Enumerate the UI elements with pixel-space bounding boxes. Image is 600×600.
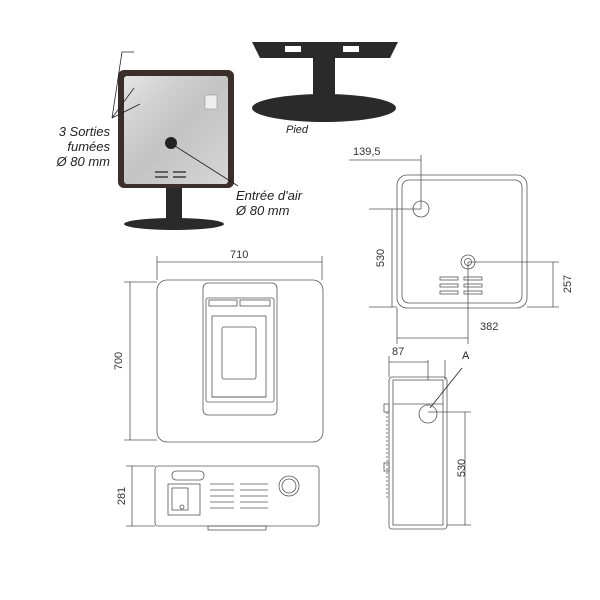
front-height-value: 700 bbox=[113, 351, 126, 371]
rear-inner bbox=[401, 179, 523, 304]
top-flue-outer bbox=[278, 475, 300, 497]
marker-a-leader bbox=[429, 367, 463, 409]
air-inlet-label: Entrée d'air Ø 80 mm bbox=[236, 188, 302, 218]
top-view bbox=[126, 465, 320, 531]
top-flue-inner bbox=[281, 478, 297, 494]
side-view bbox=[383, 356, 471, 530]
stand-plate-cutout-left bbox=[285, 46, 301, 52]
top-depth-value: 281 bbox=[116, 486, 129, 506]
rear-vent-grille bbox=[439, 276, 483, 295]
stove-stand-base bbox=[124, 218, 224, 230]
glass-window bbox=[221, 326, 257, 380]
rear-inlet-height-value: 257 bbox=[562, 274, 575, 294]
front-view bbox=[124, 256, 324, 443]
front-door-frame bbox=[202, 282, 278, 416]
rating-plate bbox=[204, 94, 218, 110]
air-inlet-line1: Entrée d'air bbox=[236, 188, 303, 203]
top-outline bbox=[154, 465, 320, 527]
rear-inlet-offset-value: 382 bbox=[480, 321, 499, 333]
smoke-outlet-leaders bbox=[111, 51, 141, 119]
side-top-offset-value: 87 bbox=[392, 346, 405, 358]
stand-top-plate bbox=[252, 42, 398, 58]
side-outline bbox=[388, 376, 448, 530]
top-handle bbox=[171, 470, 205, 481]
front-outline bbox=[156, 279, 324, 443]
marker-a-label: A bbox=[462, 350, 470, 362]
side-flue-outlet bbox=[418, 404, 438, 424]
side-inner bbox=[392, 379, 444, 526]
rear-vents bbox=[155, 171, 186, 178]
top-vent-right bbox=[239, 299, 271, 307]
stand-photo bbox=[252, 42, 398, 122]
top-stand-plate bbox=[207, 525, 267, 531]
air-inlet-line2: Ø 80 mm bbox=[236, 203, 290, 218]
rear-outer bbox=[396, 174, 528, 309]
stove-rear-photo bbox=[118, 70, 234, 230]
front-width-value: 710 bbox=[230, 249, 249, 261]
stand-label: Pied bbox=[286, 124, 309, 136]
stand-plate-cutout-right bbox=[343, 46, 359, 52]
rear-height-value: 530 bbox=[375, 248, 388, 268]
stove-stand-column bbox=[166, 188, 182, 222]
top-hopper-inner bbox=[171, 487, 189, 511]
smoke-outlets-line2: fumées bbox=[67, 139, 110, 154]
rear-view bbox=[349, 155, 559, 344]
top-hopper bbox=[167, 483, 201, 516]
smoke-outlets-line1: 3 Sorties bbox=[58, 124, 110, 139]
side-bracket-top bbox=[383, 403, 390, 413]
air-inlet-hole bbox=[165, 137, 177, 149]
air-inlet-leader bbox=[174, 145, 239, 187]
side-height-value: 530 bbox=[456, 458, 469, 478]
top-vent-left bbox=[208, 299, 238, 307]
rear-top-offset-value: 139,5 bbox=[353, 146, 381, 158]
side-bracket-bottom bbox=[383, 462, 390, 472]
front-door bbox=[205, 297, 275, 403]
smoke-outlets-line3: Ø 80 mm bbox=[56, 154, 110, 169]
smoke-outlets-label: 3 Sorties fumées Ø 80 mm bbox=[30, 124, 110, 169]
stand-base bbox=[252, 94, 396, 122]
glass-frame bbox=[211, 315, 267, 398]
stove-back-panel-shine bbox=[124, 76, 228, 184]
top-vent-grille bbox=[210, 483, 268, 509]
